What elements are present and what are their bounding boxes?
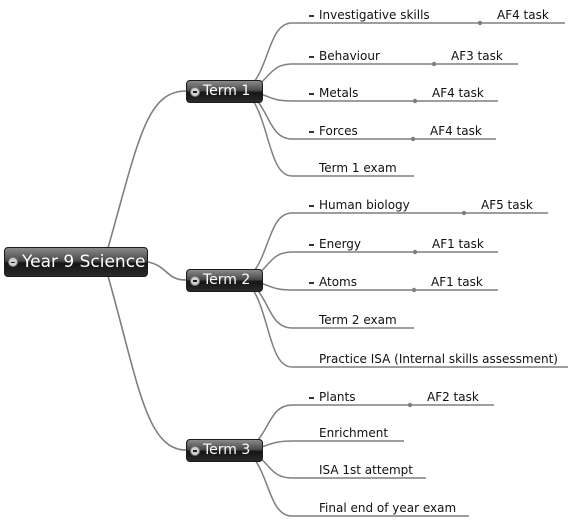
term-2-label: Term 2 (203, 272, 251, 288)
term-1-label: Term 1 (203, 83, 251, 99)
term-1-to-item-5-connector (244, 90, 293, 177)
item-2-1-child-junction (461, 210, 467, 216)
item-1-2-child-junction (431, 61, 437, 67)
collapse-dash-icon[interactable] (309, 244, 314, 246)
item-2-2-child-junction (412, 249, 418, 255)
collapse-dash-icon[interactable] (309, 93, 314, 95)
term-3-label: Term 3 (203, 442, 251, 458)
collapse-dash-icon[interactable] (309, 56, 314, 58)
item-1-4-child-junction (410, 136, 416, 142)
item-1-3-child-junction (412, 98, 418, 104)
collapse-dash-icon[interactable] (309, 131, 314, 133)
term-2-node[interactable]: Term 2 (186, 269, 263, 292)
item-2-3-child-junction (411, 287, 417, 293)
item-3-1-child-junction (407, 402, 413, 408)
topic-3-1-label[interactable]: Plants (319, 390, 356, 404)
term-2-to-item-5-connector (244, 279, 293, 368)
topic-2-5-label[interactable]: Practice ISA (Internal skills assessment… (319, 352, 558, 366)
root-to-term-1-connector (107, 90, 187, 249)
root-node-year-9-science[interactable]: Year 9 Science (4, 247, 148, 277)
term-3-node[interactable]: Term 3 (186, 439, 263, 462)
task-1-2-label[interactable]: AF3 task (451, 49, 503, 63)
collapse-dash-icon[interactable] (309, 205, 314, 207)
topic-2-2-label[interactable]: Energy (319, 237, 362, 251)
task-2-1-label[interactable]: AF5 task (481, 198, 533, 212)
task-3-1-label[interactable]: AF2 task (427, 390, 479, 404)
collapse-icon[interactable] (190, 86, 200, 97)
term-1-node[interactable]: Term 1 (186, 80, 263, 103)
topic-3-4-label[interactable]: Final end of year exam (319, 501, 457, 515)
task-2-2-label[interactable]: AF1 task (432, 237, 484, 251)
root-to-term-2-connector (147, 261, 187, 281)
collapse-icon[interactable] (8, 257, 18, 267)
topic-1-1-label[interactable]: Investigative skills (319, 8, 430, 22)
topic-1-3-label[interactable]: Metals (319, 86, 359, 100)
topic-1-2-label[interactable]: Behaviour (319, 49, 380, 63)
collapse-icon[interactable] (190, 445, 200, 456)
root-label: Year 9 Science (22, 252, 146, 272)
collapse-dash-icon[interactable] (309, 15, 314, 17)
topic-2-1-label[interactable]: Human biology (319, 198, 410, 212)
task-2-3-label[interactable]: AF1 task (431, 275, 483, 289)
root-to-term-3-connector (107, 275, 187, 451)
item-1-1-child-junction (477, 20, 483, 26)
topic-3-2-label[interactable]: Enrichment (319, 426, 389, 440)
task-1-3-label[interactable]: AF4 task (432, 86, 484, 100)
collapse-dash-icon[interactable] (309, 397, 314, 399)
topic-2-3-label[interactable]: Atoms (319, 275, 357, 289)
topic-2-4-label[interactable]: Term 2 exam (319, 313, 397, 327)
topic-1-4-label[interactable]: Forces (319, 124, 358, 138)
collapse-icon[interactable] (190, 275, 200, 286)
task-1-1-label[interactable]: AF4 task (497, 8, 549, 22)
topic-3-3-label[interactable]: ISA 1st attempt (319, 463, 413, 477)
task-1-4-label[interactable]: AF4 task (430, 124, 482, 138)
collapse-dash-icon[interactable] (309, 282, 314, 284)
topic-1-5-label[interactable]: Term 1 exam (319, 161, 397, 175)
